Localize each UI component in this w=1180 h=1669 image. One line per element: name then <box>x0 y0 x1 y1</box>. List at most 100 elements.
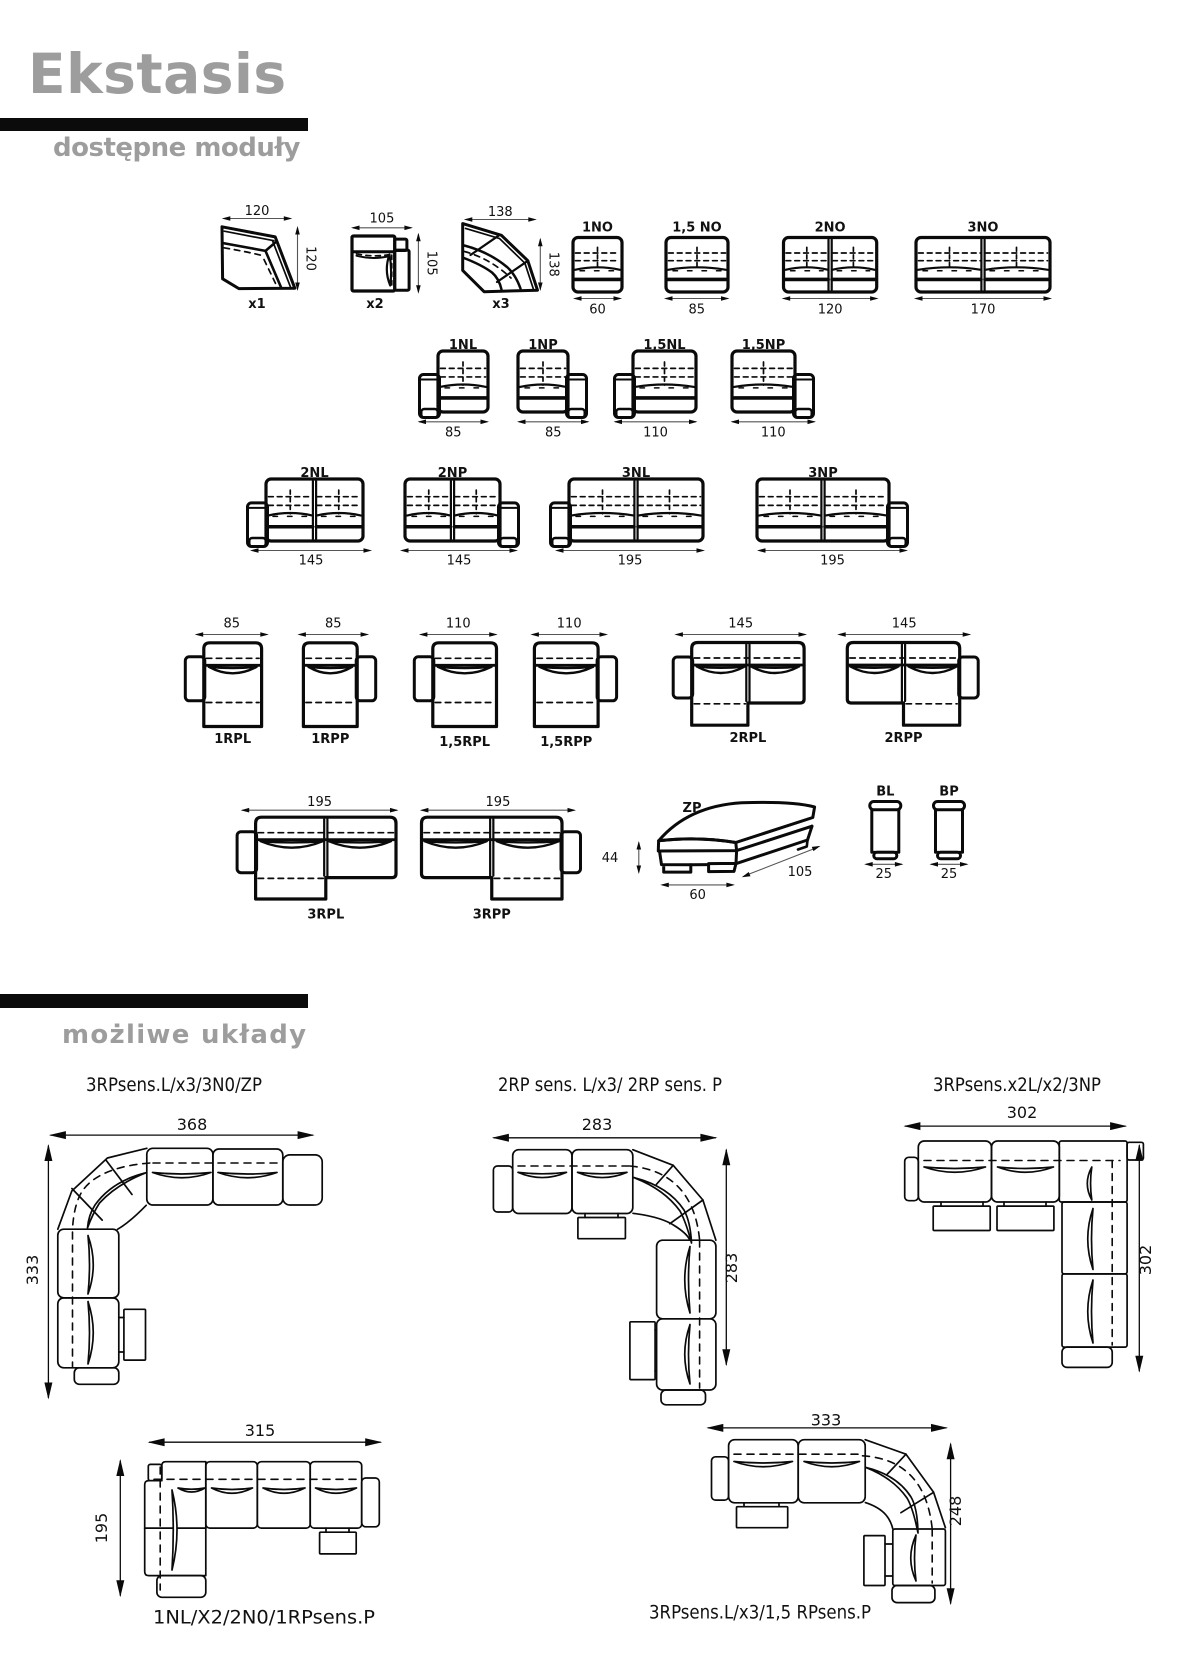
stroke <box>636 841 642 850</box>
stroke <box>781 296 791 301</box>
stroke <box>796 838 809 851</box>
stroke <box>281 1154 324 1206</box>
stroke <box>567 407 586 419</box>
stroke <box>71 1187 104 1221</box>
stroke <box>957 655 980 700</box>
stroke <box>903 1156 920 1202</box>
stroke <box>666 266 728 271</box>
layout-title: 2RP sens. L/x3/ 2RP sens. P <box>498 1075 722 1096</box>
stroke <box>1135 1355 1144 1373</box>
stroke <box>283 216 293 221</box>
section1-bar <box>0 117 308 131</box>
stroke <box>923 1166 987 1174</box>
dim-label: 85 <box>445 426 462 441</box>
stroke <box>632 1176 693 1244</box>
stroke <box>220 225 297 291</box>
stroke <box>177 1487 206 1493</box>
module-label: 1,5 NO <box>672 221 722 236</box>
stroke <box>517 1171 568 1179</box>
dim-label: 110 <box>446 617 471 632</box>
stroke <box>613 296 622 301</box>
stroke <box>489 632 498 637</box>
stroke <box>983 266 1050 271</box>
dim-label: 145 <box>728 617 753 632</box>
stroke <box>689 419 698 425</box>
stroke <box>962 632 972 637</box>
stroke <box>888 536 907 548</box>
stroke <box>86 1171 148 1229</box>
stroke <box>629 1165 701 1241</box>
stroke <box>262 1487 306 1495</box>
module-label: 1NO <box>582 221 613 236</box>
stroke <box>1135 1143 1144 1161</box>
stroke <box>914 235 1052 294</box>
stroke <box>469 234 500 257</box>
stroke <box>576 1171 628 1179</box>
stroke <box>749 665 801 675</box>
layout-title: 3RPsens.x2L/x2/3NP <box>933 1075 1101 1096</box>
stroke <box>664 296 673 301</box>
stroke <box>264 249 283 289</box>
module-label: 3NO <box>968 221 999 236</box>
stroke <box>48 1131 66 1140</box>
stroke <box>996 1205 1055 1232</box>
stroke <box>735 1505 789 1529</box>
dim-label: 195 <box>618 554 643 569</box>
stroke <box>393 237 409 253</box>
stroke <box>946 1588 955 1606</box>
stroke <box>116 1204 148 1231</box>
stroke <box>907 665 958 675</box>
stroke <box>318 1531 358 1555</box>
section1-label: dostępne moduły <box>53 133 301 163</box>
stroke <box>656 837 739 853</box>
stroke <box>509 548 518 553</box>
module-label: 1,5RPP <box>540 735 592 750</box>
module-2NO: 2NO 120 <box>781 221 879 318</box>
stroke <box>870 808 901 854</box>
stroke <box>886 1453 907 1476</box>
stroke <box>416 232 421 242</box>
stroke <box>631 1148 717 1242</box>
stroke <box>916 266 983 271</box>
stroke <box>463 217 473 222</box>
module-label: 3NL <box>622 466 650 481</box>
dim-label: 195 <box>486 795 511 810</box>
dim-label: 120 <box>818 303 843 318</box>
module-label: BL <box>876 785 894 800</box>
stroke <box>171 1489 178 1571</box>
stroke <box>996 1166 1055 1174</box>
stroke <box>404 225 413 231</box>
stroke <box>861 1455 933 1530</box>
stroke <box>412 655 436 703</box>
stroke <box>420 407 439 419</box>
stroke <box>250 548 259 553</box>
stroke <box>868 800 903 812</box>
stroke <box>499 536 518 548</box>
stroke <box>929 862 938 867</box>
dim-label: 333 <box>811 1411 842 1430</box>
stroke <box>403 477 502 543</box>
stroke <box>757 548 766 553</box>
stroke <box>555 548 564 553</box>
dim-label: 368 <box>177 1115 208 1134</box>
module-label: 1,5NL <box>643 338 685 353</box>
layout-title: 3RPsens.L/x3/3N0/ZP <box>86 1075 262 1096</box>
stroke <box>831 266 876 271</box>
stroke <box>707 849 739 874</box>
stroke <box>307 665 354 675</box>
stroke <box>864 1466 919 1534</box>
stroke <box>528 217 537 222</box>
module-label: 2NO <box>815 221 846 236</box>
dim-label: 85 <box>688 303 705 318</box>
stroke <box>1061 1273 1128 1348</box>
dim-label: 145 <box>892 617 917 632</box>
stroke <box>660 1389 707 1406</box>
stroke <box>202 641 264 729</box>
stroke <box>1061 1346 1114 1369</box>
stroke <box>690 640 806 727</box>
